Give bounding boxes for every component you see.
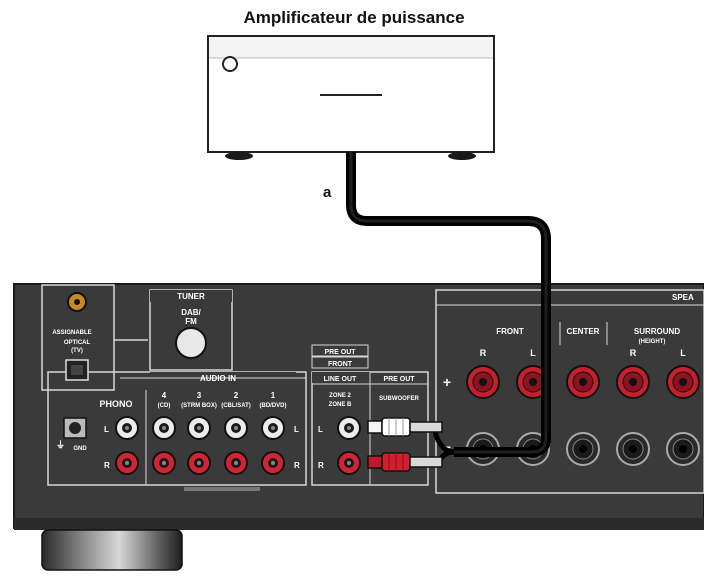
rca-jack-red[interactable] xyxy=(224,451,248,475)
phono-label: PHONO xyxy=(99,399,132,409)
rca-jack-white[interactable] xyxy=(152,416,176,440)
audio-l-label: L xyxy=(294,425,299,434)
rca-jack-white[interactable] xyxy=(187,416,211,440)
optical-assignable: ASSIGNABLE xyxy=(52,330,91,336)
gnd-label: GND xyxy=(73,446,87,452)
rca-jack-white[interactable] xyxy=(337,416,361,440)
tuner-header: TUNER xyxy=(177,292,205,301)
zoneb-label: ZONE B xyxy=(329,402,352,408)
speaker-terminal-plus[interactable] xyxy=(666,365,700,399)
optical-label: OPTICAL xyxy=(64,340,91,346)
phono-l-label: L xyxy=(104,425,109,434)
front-l-label: L xyxy=(530,348,536,358)
surround-l-label: L xyxy=(680,348,686,358)
channel-1-num: 1 xyxy=(271,391,276,400)
speaker-terminal-minus[interactable] xyxy=(666,432,700,466)
page-title: Amplificateur de puissance xyxy=(243,8,464,27)
white-rca-plug xyxy=(367,417,443,437)
channel-4-sub: (CD) xyxy=(158,403,171,409)
rca-jack-red[interactable] xyxy=(187,451,211,475)
surround-label: SURROUND xyxy=(634,327,680,336)
pre-out-front: FRONT xyxy=(328,361,353,368)
channel-2-num: 2 xyxy=(234,391,239,400)
preout-r-label: R xyxy=(318,461,324,470)
optical-sub: (TV) xyxy=(71,348,83,354)
pre-out2-header: PRE OUT xyxy=(383,376,415,383)
power-amplifier xyxy=(207,35,495,160)
preout-l-label: L xyxy=(318,425,323,434)
speakers-header: SPEA xyxy=(672,293,694,302)
tuner-dab: DAB/ xyxy=(181,308,201,317)
pre-out-header: PRE OUT xyxy=(324,349,356,356)
rca-jack-red[interactable] xyxy=(152,451,176,475)
rca-jack-white[interactable] xyxy=(261,416,285,440)
center-label: CENTER xyxy=(567,327,600,336)
channel-4-num: 4 xyxy=(162,391,167,400)
subwoofer-label: SUBWOOFER xyxy=(379,396,419,402)
front-label: FRONT xyxy=(496,327,524,336)
rca-jack-red[interactable] xyxy=(115,451,139,475)
speaker-terminal-minus[interactable] xyxy=(616,432,650,466)
serial-strip xyxy=(184,487,260,491)
ground-icon: ⏚ xyxy=(56,440,65,450)
line-out-header: LINE OUT xyxy=(324,376,357,383)
surround-r-label: R xyxy=(630,348,637,358)
power-button-icon xyxy=(222,56,238,72)
height-label: (HEIGHT) xyxy=(639,339,666,345)
receiver-rear-panel: SPEA ASSIGNABLE OPTICAL (TV) TUNER DAB/ … xyxy=(13,283,704,571)
front-r-label: R xyxy=(480,348,487,358)
speaker-terminal-minus[interactable] xyxy=(566,432,600,466)
channel-3-sub: (STRM BOX) xyxy=(181,403,217,409)
channel-3-num: 3 xyxy=(197,391,202,400)
audio-r-label: R xyxy=(294,461,300,470)
channel-1-sub: (BD/DVD) xyxy=(260,403,287,409)
plus-label: + xyxy=(443,374,451,390)
rca-jacks xyxy=(115,416,361,475)
receiver-foot xyxy=(41,529,183,571)
red-rca-plug xyxy=(367,452,443,472)
amp-foot-left xyxy=(225,152,253,160)
zone2-label: ZONE 2 xyxy=(329,393,351,399)
cable-label: a xyxy=(323,184,332,201)
audio-in-header: AUDIO IN xyxy=(200,374,236,383)
phono-r-label: R xyxy=(104,461,110,470)
rca-jack-red[interactable] xyxy=(261,451,285,475)
channel-2-sub: (CBL/SAT) xyxy=(221,403,251,409)
rca-jack-white[interactable] xyxy=(224,416,248,440)
antenna-jack[interactable] xyxy=(175,327,207,359)
tuner-fm: FM xyxy=(185,317,197,326)
cable-a xyxy=(346,152,551,472)
speaker-terminal-plus[interactable] xyxy=(566,365,600,399)
rca-jack-red[interactable] xyxy=(337,451,361,475)
minus-label: − xyxy=(443,439,451,455)
speaker-terminal-plus[interactable] xyxy=(616,365,650,399)
speaker-terminal-plus[interactable] xyxy=(466,365,500,399)
amp-foot-right xyxy=(448,152,476,160)
rca-jack-white[interactable] xyxy=(115,416,139,440)
